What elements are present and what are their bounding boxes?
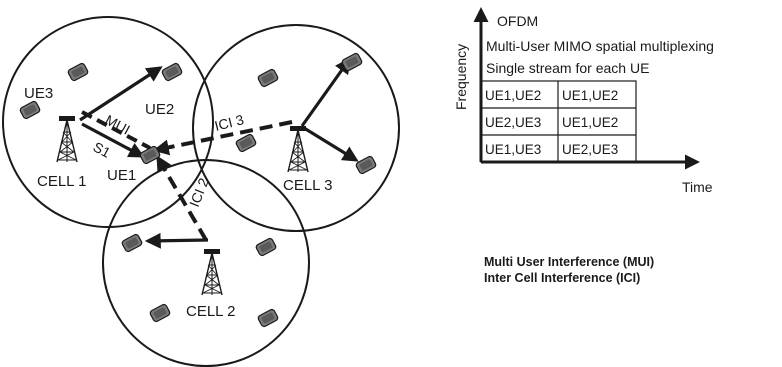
- cell-1-label: CELL 1: [37, 173, 86, 190]
- grid-cell: UE2,UE3: [562, 142, 618, 157]
- ici3-interference-link: [152, 120, 293, 156]
- ue3-label: UE3: [24, 85, 53, 102]
- cell3-to-ue-up-signal: [300, 57, 351, 127]
- ue-device-icon: [66, 61, 90, 83]
- mui-interference-link: [81, 110, 151, 150]
- cell2-to-ue-signal: [144, 232, 209, 249]
- ue-device-icon: [120, 232, 144, 254]
- base-station-2-icon: [201, 248, 223, 296]
- ue-device-icon: [18, 99, 42, 121]
- ue1-device-icon: [138, 144, 162, 166]
- ue-device-icon: [234, 132, 258, 154]
- legend-ici: Inter Cell Interference (ICI): [484, 271, 640, 285]
- mui-label: MUI: [103, 112, 133, 138]
- grid-cell: UE2,UE3: [485, 115, 541, 130]
- cell-2-label: CELL 2: [186, 303, 235, 320]
- base-station-3-icon: [287, 125, 309, 173]
- grid-description-line-2: Multi-User MIMO spatial multiplexing: [486, 38, 714, 54]
- grid-cell: UE1,UE2: [485, 88, 541, 103]
- ue-device-icon: [256, 307, 280, 329]
- resource-grid-table: [480, 80, 637, 163]
- grid-cell: UE1,UE2: [562, 88, 618, 103]
- grid-cell: UE1,UE2: [562, 115, 618, 130]
- cell1-to-ue2-signal: [79, 66, 163, 122]
- ue-device-icon: [160, 61, 184, 83]
- ue-device-icon: [256, 67, 280, 89]
- base-station-1-icon: [56, 115, 78, 163]
- cell3-to-ue-down-signal: [303, 126, 359, 162]
- s1-label: S1: [91, 139, 114, 161]
- ici2-label: ICI 2: [186, 176, 212, 210]
- ue1-label: UE1: [107, 167, 136, 184]
- grid-description-line-1: OFDM: [497, 13, 538, 29]
- grid-cell: UE1,UE3: [485, 142, 541, 157]
- cell-3-label: CELL 3: [283, 177, 332, 194]
- ue-device-icon: [354, 154, 378, 176]
- ue2-label: UE2: [145, 101, 174, 118]
- cell-1-boundary: [2, 16, 214, 228]
- cell1-to-ue1-signal: [81, 122, 145, 158]
- ue-device-icon: [148, 302, 172, 324]
- ue-device-icon: [254, 236, 278, 258]
- frequency-axis-label: Frequency: [453, 44, 469, 110]
- ici2-interference-link: [156, 155, 208, 242]
- cell-2-boundary: [102, 159, 310, 367]
- time-axis-label: Time: [682, 179, 713, 195]
- grid-description-line-3: Single stream for each UE: [486, 60, 649, 76]
- ici3-label: ICI 3: [213, 111, 246, 134]
- legend-mui: Multi User Interference (MUI): [484, 255, 654, 269]
- cell-3-boundary: [192, 24, 400, 232]
